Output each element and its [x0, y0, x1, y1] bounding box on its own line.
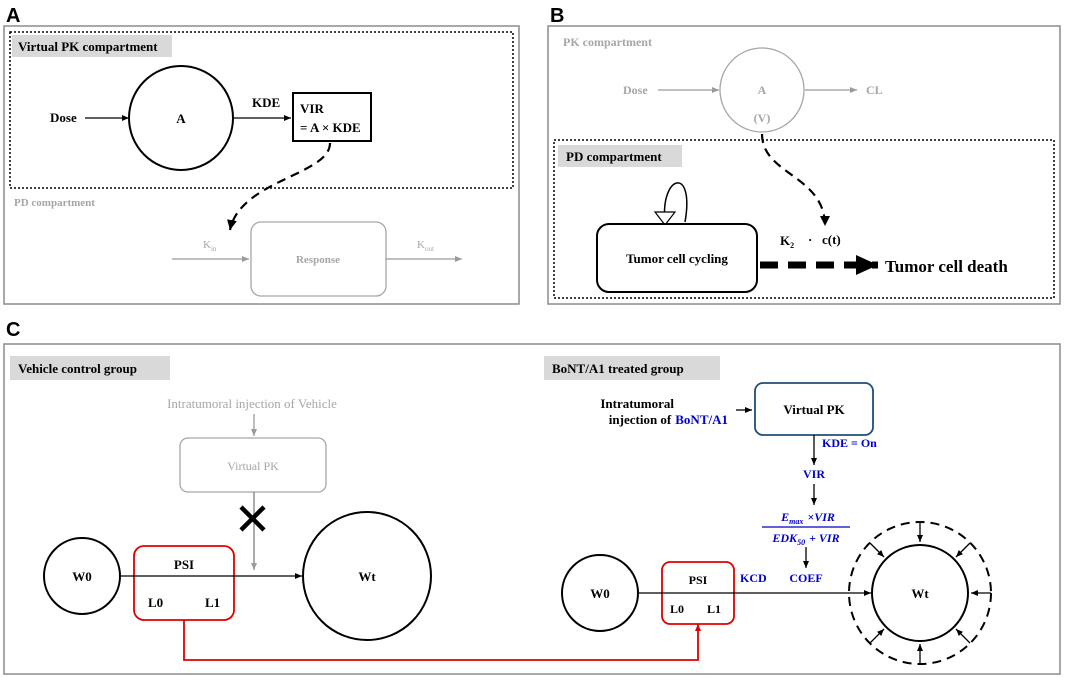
cl-label: CL	[866, 83, 883, 97]
psi-label-right: PSI	[689, 573, 708, 587]
virtual-pk-header: Virtual PK compartment	[18, 39, 158, 54]
inward-pressure-arrows	[869, 522, 991, 664]
panel-c: C Vehicle control group Intratumoral inj…	[3, 319, 1061, 675]
kin-label: Kin	[203, 239, 217, 253]
emax-formula: Emax×VIR EDK50+ VIR	[762, 510, 850, 547]
response-label: Response	[296, 254, 340, 266]
dose-label-b: Dose	[623, 83, 648, 97]
panel-c-frame	[3, 343, 1061, 675]
panel-a: A Virtual PK compartment Dose A KDE VIR …	[3, 5, 520, 305]
panel-b-frame	[547, 25, 1061, 305]
bont-header: BoNT/A1 treated group	[552, 361, 684, 376]
compartment-a-label-b: A	[758, 83, 767, 97]
vehicle-header-bg	[10, 356, 170, 380]
virtual-pk-header-bg	[12, 35, 172, 57]
wt-circle-left	[302, 511, 432, 641]
l0-label-left: L0	[148, 595, 163, 610]
blocked-x-icon	[239, 505, 266, 532]
dose-label: Dose	[50, 110, 77, 125]
vir-label-line2: = A × KDE	[300, 120, 361, 135]
vir-label-c: VIR	[803, 467, 825, 481]
kde-on-label: KDE = On	[822, 436, 877, 450]
virtual-pk-label-gray: Virtual PK	[227, 459, 279, 473]
pd-compartment-header-b: PD compartment	[566, 149, 662, 164]
volume-label: (V)	[754, 111, 771, 125]
self-cycle-arrowhead	[653, 211, 677, 226]
vehicle-header: Vehicle control group	[18, 361, 137, 376]
panel-c-letter: C	[6, 319, 20, 341]
kcd-label: KCD	[740, 571, 767, 585]
wt-label-left: Wt	[358, 569, 376, 584]
tumor-death-label: Tumor cell death	[885, 257, 1008, 276]
vir-label-line1: VIR	[300, 101, 324, 116]
virtual-pk-label: Virtual PK	[783, 402, 845, 417]
compartment-a-label: A	[176, 111, 186, 126]
panel-b: B PK compartment Dose A (V) CL PD compar…	[547, 5, 1061, 305]
intratumoral-line1: Intratumoral	[600, 396, 674, 411]
ct-label: c(t)	[822, 232, 841, 247]
panel-a-letter: A	[6, 5, 20, 27]
pd-header-bg	[558, 145, 682, 167]
self-cycle-loop	[663, 182, 688, 223]
virtual-pk-box-gray	[179, 437, 327, 493]
psi-link-red-arrow	[183, 620, 701, 661]
k2-label: K2	[780, 233, 794, 250]
w0-label-right: W0	[590, 586, 610, 601]
vir-box	[292, 92, 372, 142]
l1-label-right: L1	[707, 602, 721, 616]
panel-b-letter: B	[550, 5, 564, 27]
vir-to-kin-dashed-arrow	[227, 142, 332, 231]
wt-label-right: Wt	[911, 586, 929, 601]
pd-compartment-header-a: PD compartment	[14, 197, 95, 209]
concentration-dashed-arrow	[760, 133, 830, 227]
virtual-pk-compartment-box	[9, 31, 514, 189]
emax-numerator: Emax×VIR	[780, 510, 835, 526]
tumor-cycling-label: Tumor cell cycling	[626, 251, 728, 266]
coef-label: COEF	[789, 571, 822, 585]
wt-circle-right	[871, 544, 969, 642]
emax-denominator: EDK50+ VIR	[771, 531, 839, 547]
kout-label: Kout	[417, 239, 434, 253]
compartment-a-circle-b	[719, 47, 805, 133]
k2-dot: ·	[808, 232, 812, 247]
tumor-cycling-box	[596, 223, 758, 293]
pk-compartment-header: PK compartment	[563, 35, 652, 49]
panel-a-frame	[3, 25, 520, 305]
w0-label-left: W0	[72, 569, 92, 584]
psi-label-left: PSI	[174, 557, 194, 572]
pd-compartment-box	[553, 139, 1055, 299]
kde-label: KDE	[252, 95, 280, 110]
l1-label-left: L1	[205, 595, 220, 610]
bont-header-bg	[544, 356, 720, 380]
intratumoral-vehicle-label: Intratumoral injection of Vehicle	[167, 396, 337, 411]
l0-label-right: L0	[670, 602, 684, 616]
